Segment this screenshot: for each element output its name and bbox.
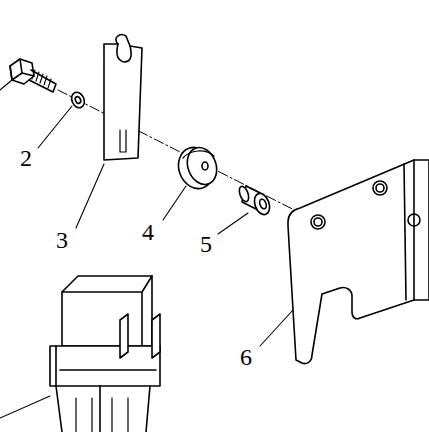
center-line	[58, 90, 318, 222]
cable-clip	[76, 35, 142, 228]
leader-line	[0, 396, 50, 418]
callout-number: 5	[200, 232, 212, 256]
bolt	[0, 59, 56, 92]
grommet	[163, 142, 222, 220]
callout-number: 3	[56, 228, 68, 252]
callout-number: 6	[240, 345, 252, 369]
relay	[0, 276, 160, 432]
callout-number: 2	[20, 146, 32, 170]
leader-line	[0, 80, 12, 90]
washer	[38, 90, 87, 148]
callout-number: 4	[142, 220, 154, 244]
bushing	[218, 185, 272, 234]
mounting-bracket	[260, 160, 429, 364]
